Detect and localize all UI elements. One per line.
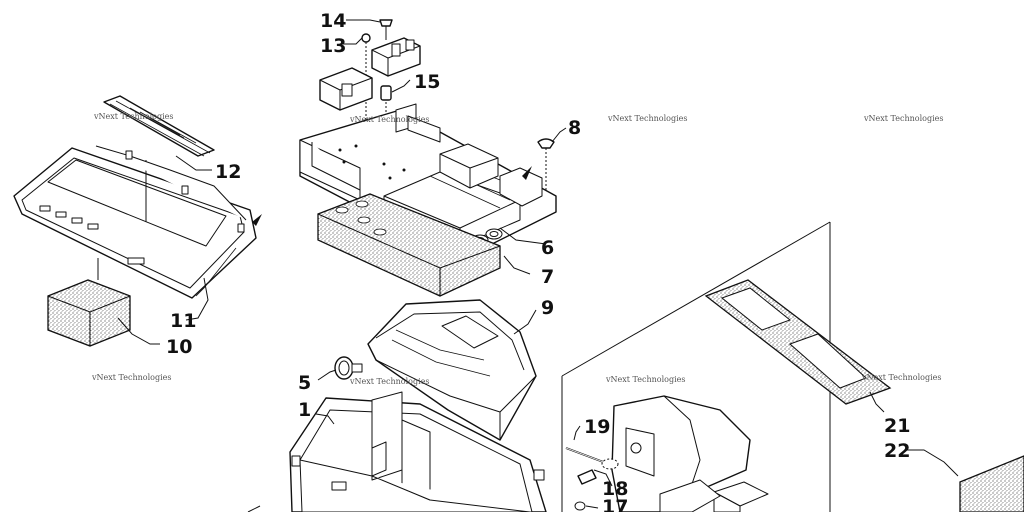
part-7-foam-pad xyxy=(317,193,531,297)
watermark-group: vNext Technologies vNext Technologies vN… xyxy=(91,112,943,386)
watermark-4: vNext Technologies xyxy=(863,114,943,123)
part-11-cover xyxy=(13,145,262,299)
watermark-8: vNext Technologies xyxy=(861,373,941,382)
callout-12: 12 xyxy=(215,161,241,183)
callout-15: 15 xyxy=(414,71,440,93)
watermark-1: vNext Technologies xyxy=(93,112,173,121)
connector-upper xyxy=(371,37,421,77)
callout-21: 21 xyxy=(884,415,910,437)
part-6-tray xyxy=(299,103,557,261)
part-18-clip xyxy=(577,458,619,487)
part-21-gasket xyxy=(704,279,892,413)
callout-9: 9 xyxy=(541,297,554,319)
part-10-foam-pad xyxy=(47,258,131,347)
callout-10: 10 xyxy=(166,336,192,358)
callout-14: 14 xyxy=(320,10,346,32)
callout-18: 18 xyxy=(602,478,628,500)
watermark-3: vNext Technologies xyxy=(607,114,687,123)
callout-22: 22 xyxy=(884,440,910,462)
watermark-7: vNext Technologies xyxy=(605,375,685,384)
callout-19: 19 xyxy=(584,416,610,438)
part-1-housing xyxy=(247,391,547,512)
watermark-5: vNext Technologies xyxy=(91,373,171,382)
callout-6: 6 xyxy=(541,237,554,259)
part-5-cap xyxy=(317,356,363,381)
part-17-ring xyxy=(574,501,599,511)
part-12-decal xyxy=(103,95,215,157)
part-22-filter xyxy=(906,449,1024,512)
callout-7: 7 xyxy=(541,266,554,288)
callout-17: 17 xyxy=(602,496,628,512)
watermark-6: vNext Technologies xyxy=(349,377,429,386)
callout-5: 5 xyxy=(298,372,311,394)
watermark-2: vNext Technologies xyxy=(349,115,429,124)
part-15-spacer xyxy=(380,85,392,101)
callout-13: 13 xyxy=(320,35,346,57)
part-8-screw xyxy=(537,127,567,200)
connector-lower xyxy=(319,67,373,111)
intake-duct xyxy=(611,395,769,512)
callout-8: 8 xyxy=(568,117,581,139)
callout-1: 1 xyxy=(298,399,311,421)
callout-11: 11 xyxy=(170,310,196,332)
part-9-filter-cover xyxy=(367,299,537,441)
callout-labels: 14 13 15 8 12 6 7 9 11 10 5 1 19 18 17 2… xyxy=(166,10,910,512)
